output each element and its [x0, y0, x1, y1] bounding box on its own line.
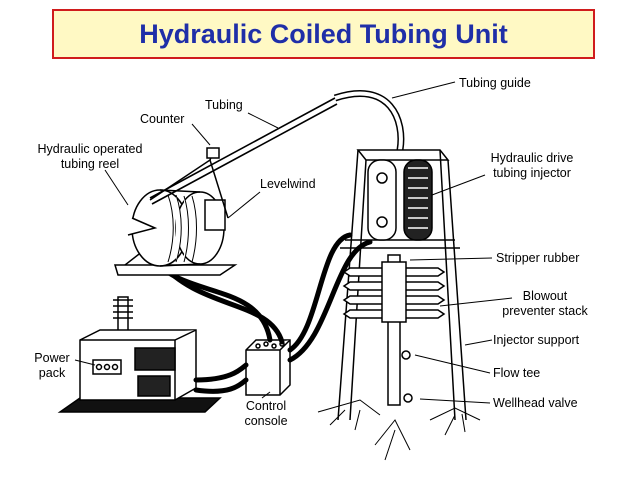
label-tubing-guide: Tubing guide: [459, 76, 531, 90]
label-reel-line-1: Hydraulic operated: [38, 142, 143, 156]
label-console-line-2: console: [244, 414, 287, 428]
label-power-line-1: Power: [34, 351, 69, 365]
label-wellhead-valve: Wellhead valve: [493, 396, 578, 410]
diagram-title: Hydraulic Coiled Tubing Unit: [139, 18, 508, 49]
label-stripper-rubber: Stripper rubber: [496, 251, 579, 265]
label-reel-line-2: tubing reel: [61, 157, 119, 171]
tubing-line: [149, 90, 405, 205]
label-bop-line-1: Blowout: [523, 289, 568, 303]
label-injector-support: Injector support: [493, 333, 580, 347]
label-tubing: Tubing: [205, 98, 243, 112]
label-power-line-2: pack: [39, 366, 66, 380]
ground-roots: [317, 399, 481, 461]
label-counter: Counter: [140, 112, 184, 126]
control-console: [245, 339, 291, 396]
title-banner: Hydraulic Coiled Tubing Unit: [52, 9, 595, 59]
label-levelwind: Levelwind: [260, 177, 316, 191]
label-drive-line-2: tubing injector: [493, 166, 571, 180]
label-flow-tee: Flow tee: [493, 366, 540, 380]
ground-base: [57, 397, 222, 413]
power-pack: [79, 296, 197, 401]
blowout-preventer-stack: [342, 254, 446, 406]
tubing-reel: [113, 189, 238, 276]
leader-lines: [74, 81, 513, 404]
label-console-line-1: Control: [246, 399, 286, 413]
injector-support-frame: [337, 149, 467, 421]
label-drive-line-1: Hydraulic drive: [491, 151, 574, 165]
label-bop-line-2: preventer stack: [502, 304, 588, 318]
tubing-injector: [367, 159, 433, 241]
